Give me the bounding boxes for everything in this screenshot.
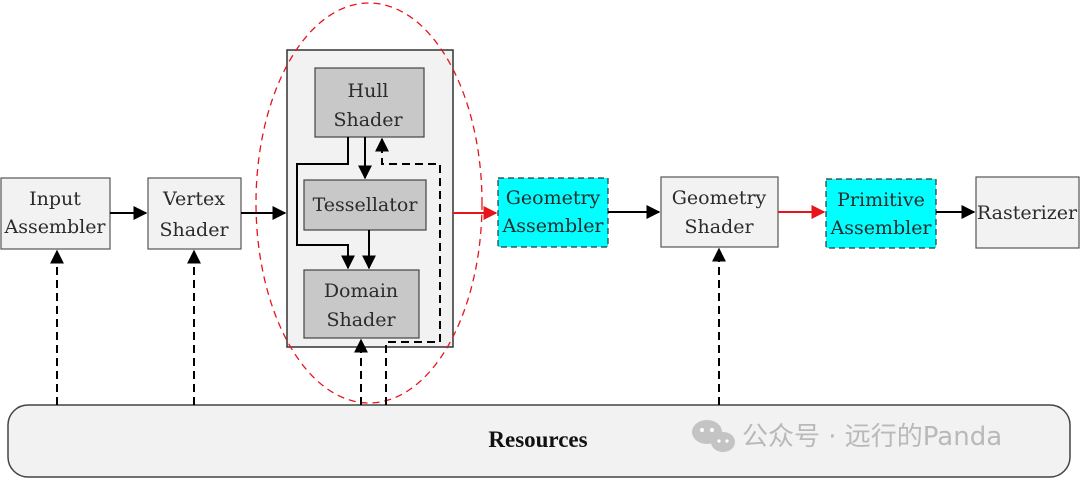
geometry-assembler-label-line2: Assembler — [501, 215, 604, 237]
input-assembler-label-line2: Assembler — [3, 216, 106, 238]
hull-shader-box — [314, 67, 425, 138]
arrow-resources-loop-to-hull — [375, 137, 441, 405]
geometry-assembler-label-line1: Geometry — [506, 187, 601, 209]
vertex-shader-box — [147, 177, 242, 250]
tessellator-label: Tessellator — [313, 194, 419, 216]
geometry-assembler-box — [497, 177, 609, 248]
hull-shader-label-line1: Hull — [348, 80, 389, 102]
domain-shader-label-line2: Shader — [326, 309, 396, 331]
tessellator-box — [303, 179, 427, 231]
vertex-shader-label-line1: Vertex — [162, 188, 225, 210]
tessellation-highlight-ellipse — [255, 2, 483, 404]
domain-shader-box — [303, 269, 420, 339]
primitive-assembler-label-line2: Assembler — [829, 217, 932, 239]
resources-bar — [7, 404, 1071, 478]
domain-shader-label-line1: Domain — [324, 280, 398, 302]
primitive-assembler-box — [825, 178, 937, 249]
watermark-text: 公众号 · 远行的Panda — [742, 422, 1002, 452]
hull-shader-label-line2: Shader — [333, 109, 403, 131]
input-assembler-label-line1: Input — [29, 188, 81, 210]
arrow-hull-to-domain — [296, 137, 355, 270]
resources-label: Resources — [488, 427, 587, 452]
geometry-shader-box — [660, 176, 779, 248]
primitive-assembler-label-line1: Primitive — [837, 189, 925, 211]
rasterizer-box — [975, 176, 1080, 249]
rasterizer-label: Rasterizer — [977, 202, 1078, 224]
vertex-shader-label-line2: Shader — [159, 219, 229, 241]
geometry-shader-label-line2: Shader — [684, 216, 754, 238]
geometry-shader-label-line1: Geometry — [672, 187, 767, 209]
wechat-icon — [692, 420, 735, 452]
